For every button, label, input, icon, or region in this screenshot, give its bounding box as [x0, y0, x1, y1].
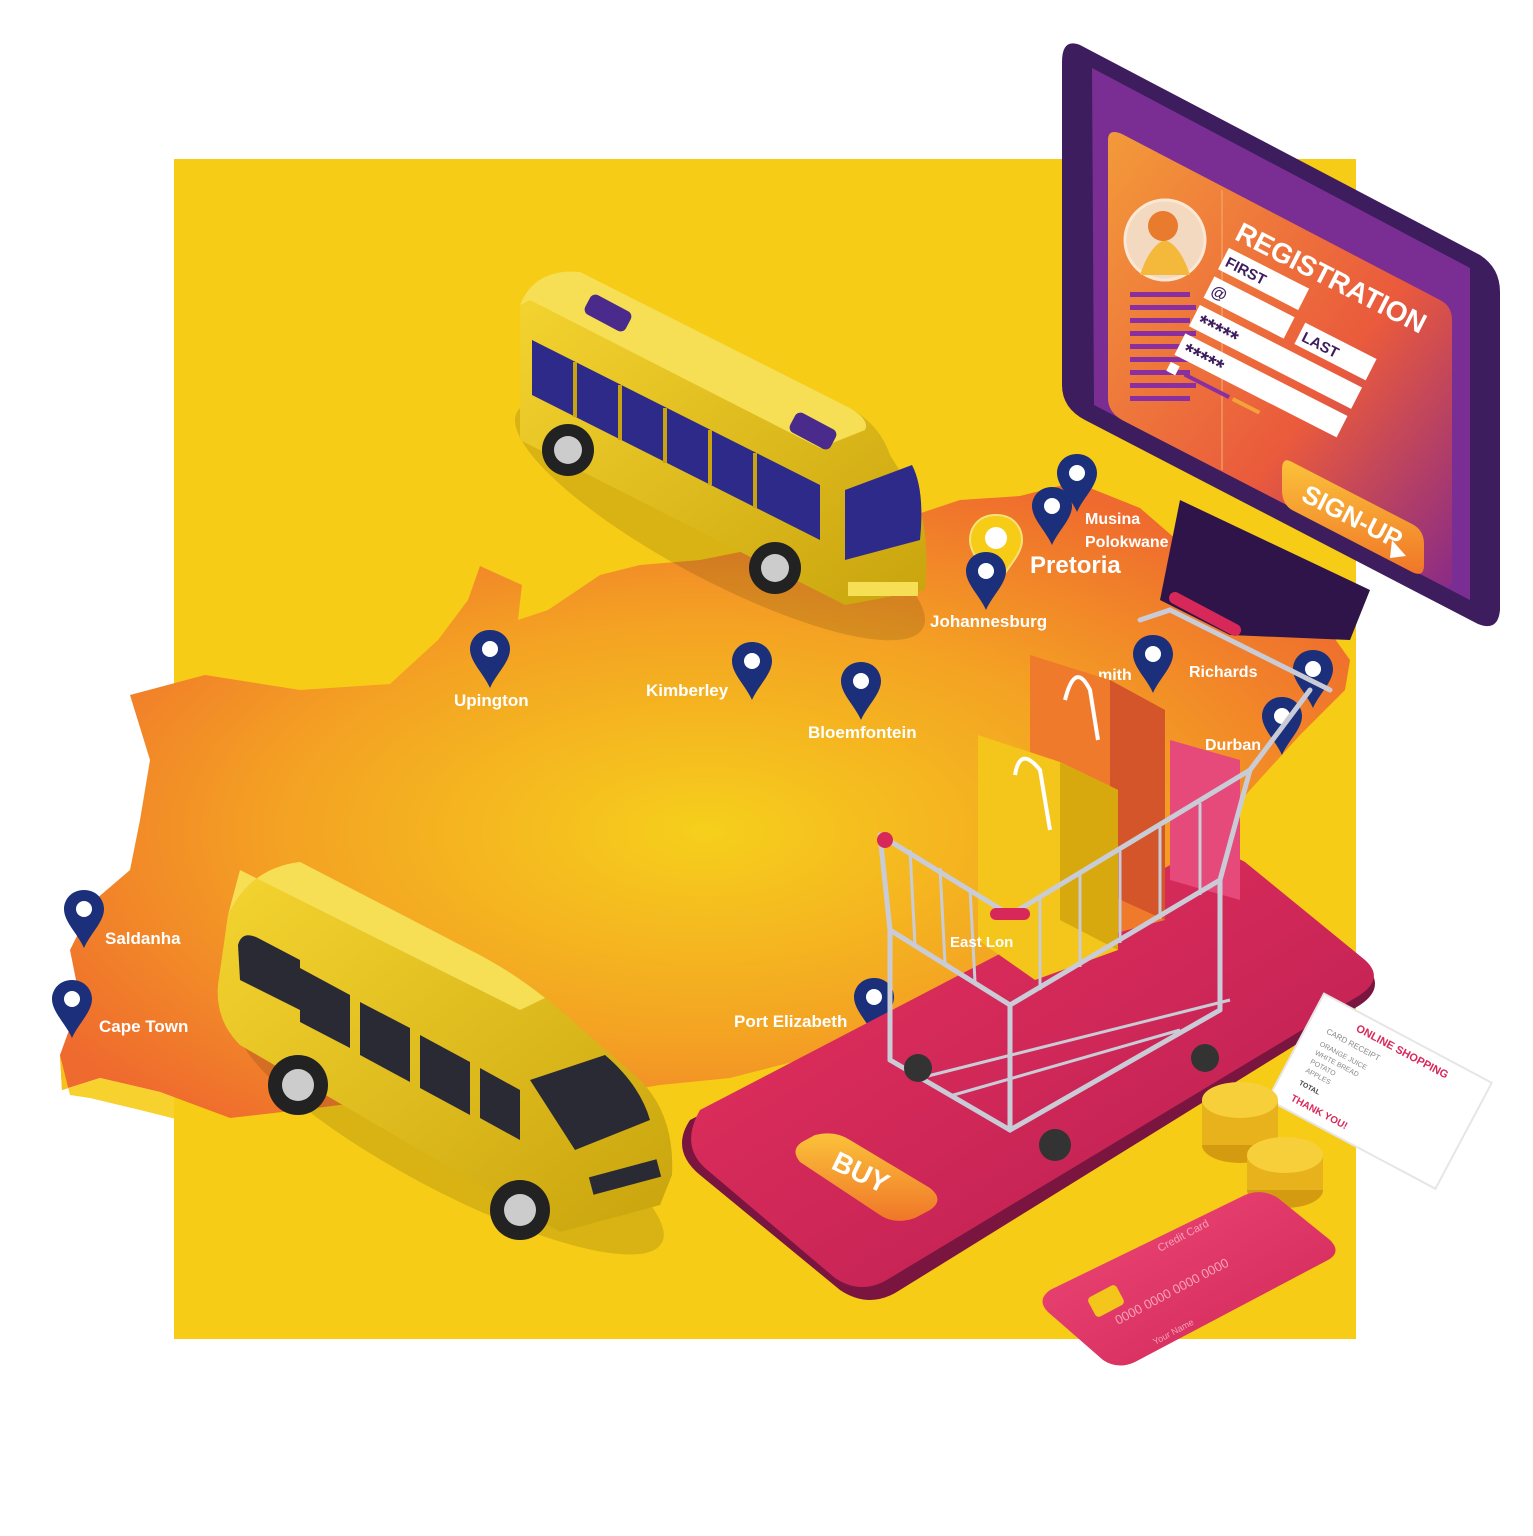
- minibus: [217, 862, 673, 1255]
- receipt: ONLINE SHOPPING CARD RECEIPT ORANGE JUIC…: [1266, 992, 1494, 1191]
- city-labels: Musina Polokwane Pretoria Johannesburg U…: [99, 511, 1261, 1036]
- last-name-field[interactable]: [1294, 322, 1377, 381]
- bus: [514, 271, 927, 641]
- label-east-london: East Lon: [950, 934, 1013, 951]
- avatar: [1123, 198, 1207, 282]
- shopping-cart[interactable]: East Lon: [877, 590, 1333, 1161]
- map-pins: [52, 454, 1333, 1038]
- desktop-monitor: REGISTRATION FIRST @ LAST ***** ***** SI…: [1062, 43, 1500, 640]
- chip-icon: [1088, 1285, 1124, 1317]
- email-symbol: @: [1208, 283, 1230, 305]
- label-kimberley: Kimberley: [646, 681, 729, 700]
- play-icon: [1390, 540, 1406, 558]
- cart-wheel: [1039, 1129, 1071, 1161]
- terms-checkbox[interactable]: [1166, 361, 1180, 376]
- email-field[interactable]: [1203, 276, 1295, 339]
- label-johannesburg: Johannesburg: [930, 612, 1047, 631]
- profile-text-lines: [1130, 292, 1196, 401]
- cart-wheel: [904, 1054, 932, 1082]
- first-name-field[interactable]: [1218, 247, 1310, 311]
- label-polokwane: Polokwane: [1085, 534, 1169, 551]
- cart-wheel: [1191, 1044, 1219, 1072]
- label-bloemfontein: Bloemfontein: [808, 723, 917, 742]
- password-field[interactable]: [1188, 304, 1363, 409]
- shopping-bag-pink: [1170, 740, 1240, 900]
- label-saldanha: Saldanha: [105, 929, 181, 948]
- label-pretoria: Pretoria: [1030, 552, 1121, 579]
- smartphone: BUY: [682, 852, 1375, 1300]
- label-upington: Upington: [454, 691, 529, 710]
- label-port-elizabeth: Port Elizabeth: [734, 1012, 847, 1031]
- confirm-password-field[interactable]: [1174, 333, 1348, 438]
- label-richards-bay: Richards: [1189, 664, 1258, 681]
- label-cape-town: Cape Town: [99, 1017, 188, 1036]
- label-durban: Durban: [1205, 737, 1261, 754]
- label-musina: Musina: [1085, 511, 1140, 528]
